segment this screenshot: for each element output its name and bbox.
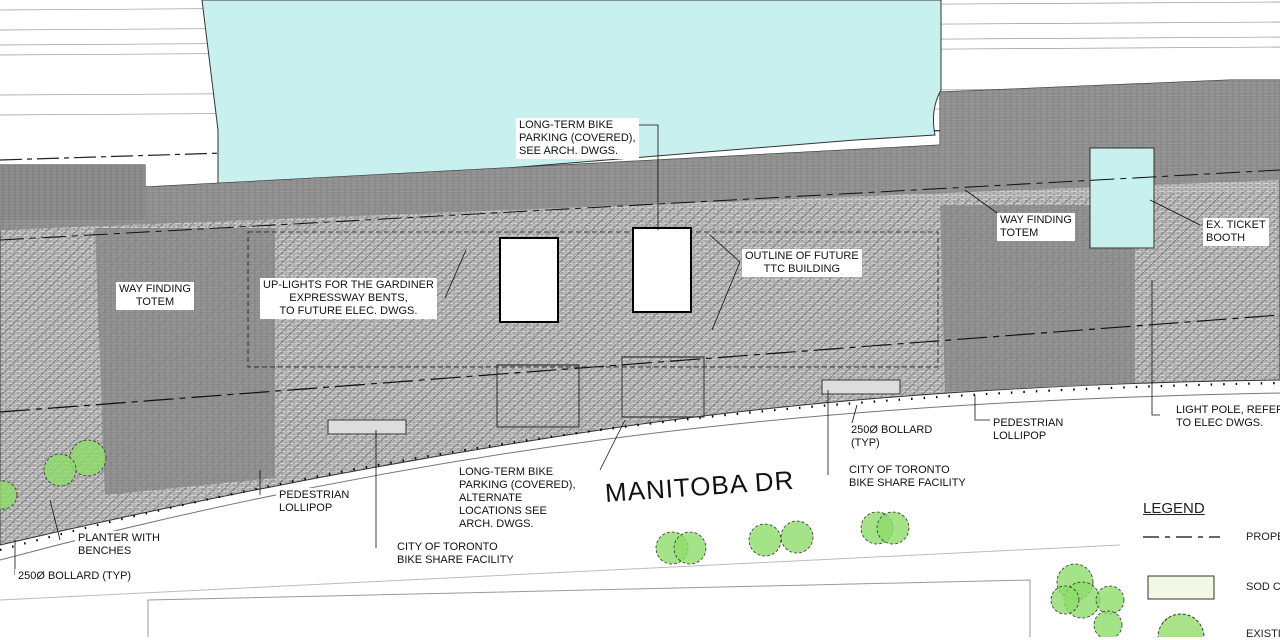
dark-paving-top <box>0 80 1280 230</box>
label-bike-share-right: CITY OF TORONTO BIKE SHARE FACILITY <box>846 463 969 491</box>
dark-paving-right <box>940 205 1135 392</box>
trees <box>0 439 1190 637</box>
legend-item-label: SOD C <box>1246 581 1280 593</box>
label-bike-parking-top: LONG-TERM BIKE PARKING (COVERED), SEE AR… <box>516 118 639 159</box>
label-ticket-booth: EX. TICKET BOOTH <box>1203 218 1269 246</box>
bike-share-right <box>821 379 901 395</box>
future-ttc-outline <box>247 231 939 368</box>
bike-parking-1 <box>499 237 559 323</box>
label-way-finding-right: WAY FINDING TOTEM <box>997 213 1075 241</box>
label-bike-share-left: CITY OF TORONTO BIKE SHARE FACILITY <box>394 540 517 568</box>
bike-share-left <box>327 419 407 435</box>
legend-item-label: EXISTI <box>1246 628 1280 640</box>
label-bollard-left: 250Ø BOLLARD (TYP) <box>15 569 135 584</box>
label-bollard-mid: 250Ø BOLLARD (TYP) <box>848 423 936 451</box>
legend-sod-box <box>1147 575 1215 600</box>
label-outline-ttc: OUTLINE OF FUTURE TTC BUILDING <box>742 249 862 277</box>
bike-parking-2 <box>632 227 692 313</box>
label-ped-lollipop-left: PEDESTRIAN LOLLIPOP <box>276 488 353 516</box>
legend-tree-circle <box>1157 613 1205 637</box>
label-planter: PLANTER WITH BENCHES <box>75 531 163 559</box>
label-bike-parking-alt: LONG-TERM BIKE PARKING (COVERED), ALTERN… <box>456 465 579 532</box>
label-ped-lollipop-right: PEDESTRIAN LOLLIPOP <box>990 416 1067 444</box>
label-light-pole: LIGHT POLE, REFER TO ELEC DWGS. <box>1173 403 1280 431</box>
legend-title: LEGEND <box>1143 500 1205 517</box>
legend-item-label: PROPE <box>1246 531 1280 543</box>
label-way-finding-left: WAY FINDING TOTEM <box>116 282 194 310</box>
label-up-lights: UP-LIGHTS FOR THE GARDINER EXPRESSWAY BE… <box>260 278 437 319</box>
